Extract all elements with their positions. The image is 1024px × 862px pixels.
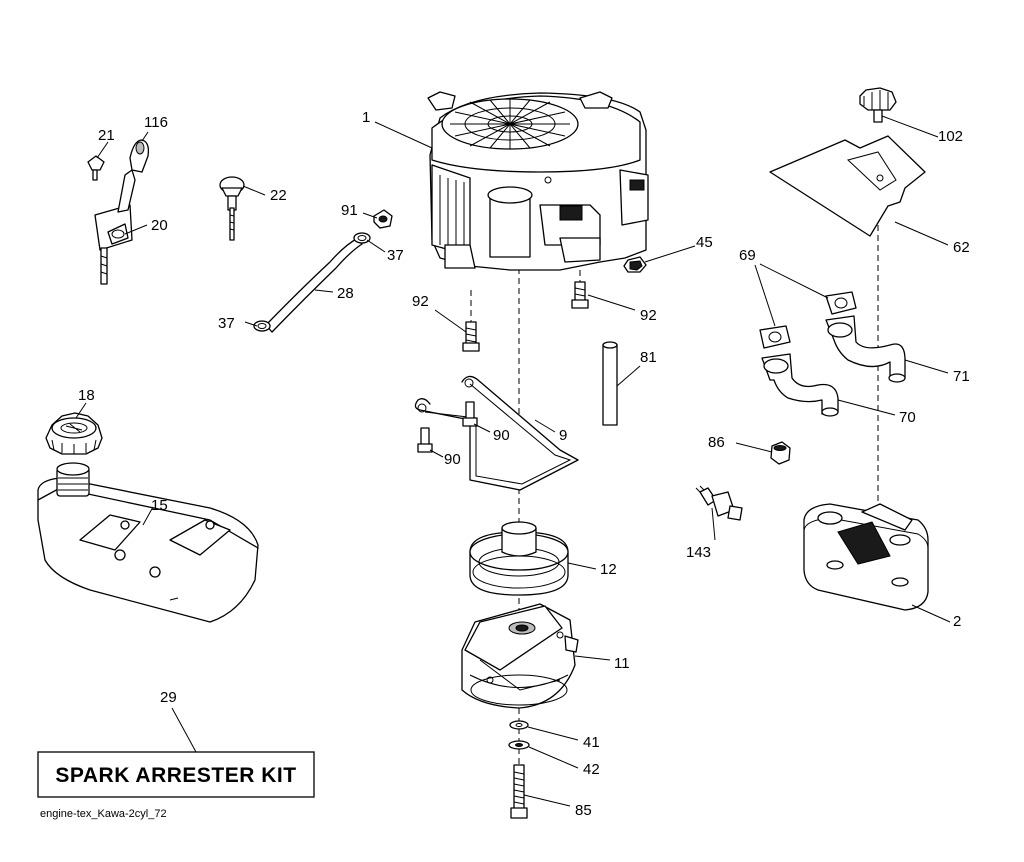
- clamp-part-37-bottom: [253, 320, 271, 332]
- gasket-part-69-bottom: [759, 325, 791, 349]
- drawing-reference-label: engine-tex_Kawa-2cyl_72: [40, 808, 167, 820]
- callout-labels: 1 116 21 20 22 91 37 28 37 92 92 45 81 9…: [78, 109, 970, 819]
- gasket-part-69-top: [825, 291, 857, 315]
- callout-9: 9: [559, 427, 567, 444]
- callout-45: 45: [696, 234, 713, 251]
- callout-143: 143: [686, 544, 711, 561]
- exhaust-pipe-part-70: [761, 353, 839, 417]
- washer-part-42: [508, 740, 530, 750]
- callout-37-top: 37: [387, 247, 404, 264]
- muffler-part-2: [803, 503, 929, 611]
- screw-part-21: [87, 155, 105, 181]
- callout-41: 41: [583, 734, 600, 751]
- leader-lines: [75, 115, 951, 807]
- bolt-part-85: [510, 764, 528, 819]
- callout-116: 116: [144, 114, 168, 131]
- callout-20: 20: [151, 217, 168, 234]
- fuel-line-part-28: [265, 237, 363, 333]
- nut-part-45: [623, 256, 647, 273]
- spark-arrester-kit-label: SPARK ARRESTER KIT: [55, 764, 296, 787]
- fuel-tank-part-15: [37, 462, 259, 623]
- callout-22: 22: [270, 187, 287, 204]
- callout-15: 15: [151, 497, 168, 514]
- callout-1: 1: [362, 109, 370, 126]
- callout-12: 12: [600, 561, 617, 578]
- callout-69: 69: [739, 247, 756, 264]
- choke-part-22: [219, 176, 245, 241]
- callout-2: 2: [953, 613, 961, 630]
- callout-85: 85: [575, 802, 592, 819]
- callout-62: 62: [953, 239, 970, 256]
- callout-37-bottom: 37: [218, 315, 235, 332]
- callout-102: 102: [938, 128, 963, 145]
- callout-18: 18: [78, 387, 95, 404]
- heat-shield-part-62: [769, 135, 926, 237]
- callout-90-left: 90: [444, 451, 461, 468]
- nut-part-91: [373, 209, 393, 229]
- lock-nut-part-86: [770, 441, 791, 465]
- knob-part-102: [859, 87, 897, 123]
- callout-71: 71: [953, 368, 970, 385]
- callout-91: 91: [341, 202, 358, 219]
- callout-11: 11: [614, 655, 630, 672]
- callout-86: 86: [708, 434, 725, 451]
- pulley-part-12: [469, 521, 569, 596]
- screw-part-90-left: [417, 427, 433, 453]
- callout-90-right: 90: [493, 427, 510, 444]
- knob-part-116: [129, 139, 150, 173]
- throttle-control-part-20: [94, 169, 136, 285]
- callout-81: 81: [640, 349, 657, 366]
- callout-21: 21: [98, 127, 115, 144]
- spark-arrester-kit-box: SPARK ARRESTER KIT: [37, 751, 315, 798]
- callout-92-right: 92: [640, 307, 657, 324]
- washer-part-41: [509, 720, 529, 730]
- bolt-part-92-left: [462, 321, 480, 352]
- fuel-cap-part-18: [45, 412, 103, 455]
- callout-42: 42: [583, 761, 600, 778]
- callout-28: 28: [337, 285, 354, 302]
- bolt-part-92-right: [571, 281, 589, 309]
- callout-29: 29: [160, 689, 177, 706]
- tube-part-81: [602, 341, 618, 426]
- callout-70: 70: [899, 409, 916, 426]
- clutch-part-11: [461, 603, 579, 709]
- screw-part-90-right: [462, 401, 478, 427]
- engine-part-1: [427, 91, 649, 271]
- clamp-part-37-top: [353, 232, 371, 244]
- exhaust-pipe-part-71: [825, 315, 906, 383]
- switch-part-143: [695, 485, 743, 521]
- callout-92-left: 92: [412, 293, 429, 310]
